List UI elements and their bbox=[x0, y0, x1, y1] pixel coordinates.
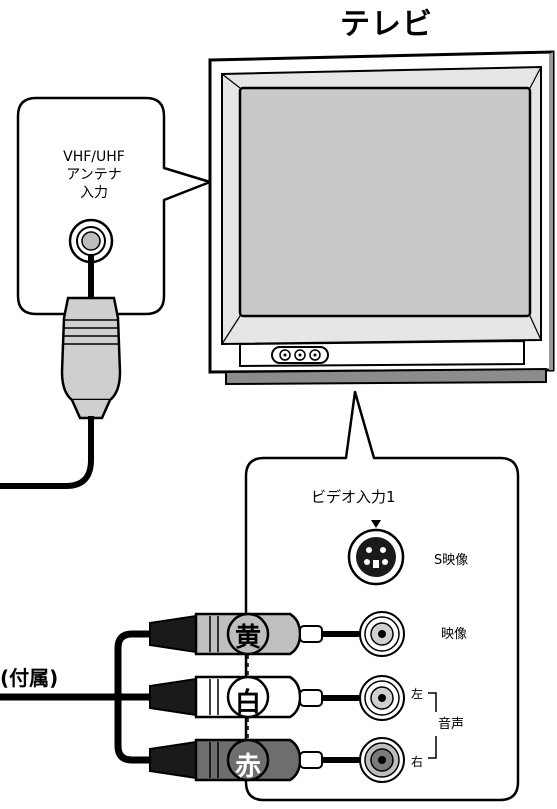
antenna-label-line1: VHF/UHF bbox=[63, 149, 125, 165]
audio-label: 音声 bbox=[438, 717, 465, 732]
antenna-jack bbox=[68, 218, 114, 264]
antenna-callout bbox=[16, 96, 212, 316]
tv-screen bbox=[238, 86, 532, 318]
antenna-label-line3: 入力 bbox=[80, 185, 108, 201]
audio-right-jack bbox=[359, 737, 405, 783]
video-input-label: ビデオ入力1 bbox=[311, 488, 396, 506]
video-jack bbox=[359, 611, 405, 657]
antenna-cable bbox=[0, 254, 122, 489]
white-plug-label: 白 bbox=[234, 688, 261, 718]
red-plug-label: 赤 bbox=[234, 752, 261, 782]
tv-title: テレビ bbox=[340, 7, 433, 42]
yellow-plug-label: 黄 bbox=[234, 623, 261, 653]
s-video-label: S映像 bbox=[434, 553, 469, 568]
audio-right-label: 右 bbox=[411, 755, 424, 769]
audio-left-label: 左 bbox=[411, 687, 424, 701]
white-plug bbox=[149, 675, 360, 719]
red-plug bbox=[149, 738, 360, 782]
s-video-jack bbox=[347, 520, 405, 586]
rca-cable bbox=[0, 630, 249, 764]
yellow-plug bbox=[149, 612, 360, 656]
cable-label: (付属) bbox=[0, 666, 59, 690]
tv-set bbox=[208, 50, 555, 386]
video-label: 映像 bbox=[441, 627, 468, 642]
audio-left-jack bbox=[359, 675, 405, 721]
antenna-label: VHF/UHF アンテナ 入力 bbox=[42, 148, 146, 202]
front-av-jacks bbox=[271, 346, 329, 364]
antenna-label-line2: アンテナ bbox=[66, 167, 122, 183]
